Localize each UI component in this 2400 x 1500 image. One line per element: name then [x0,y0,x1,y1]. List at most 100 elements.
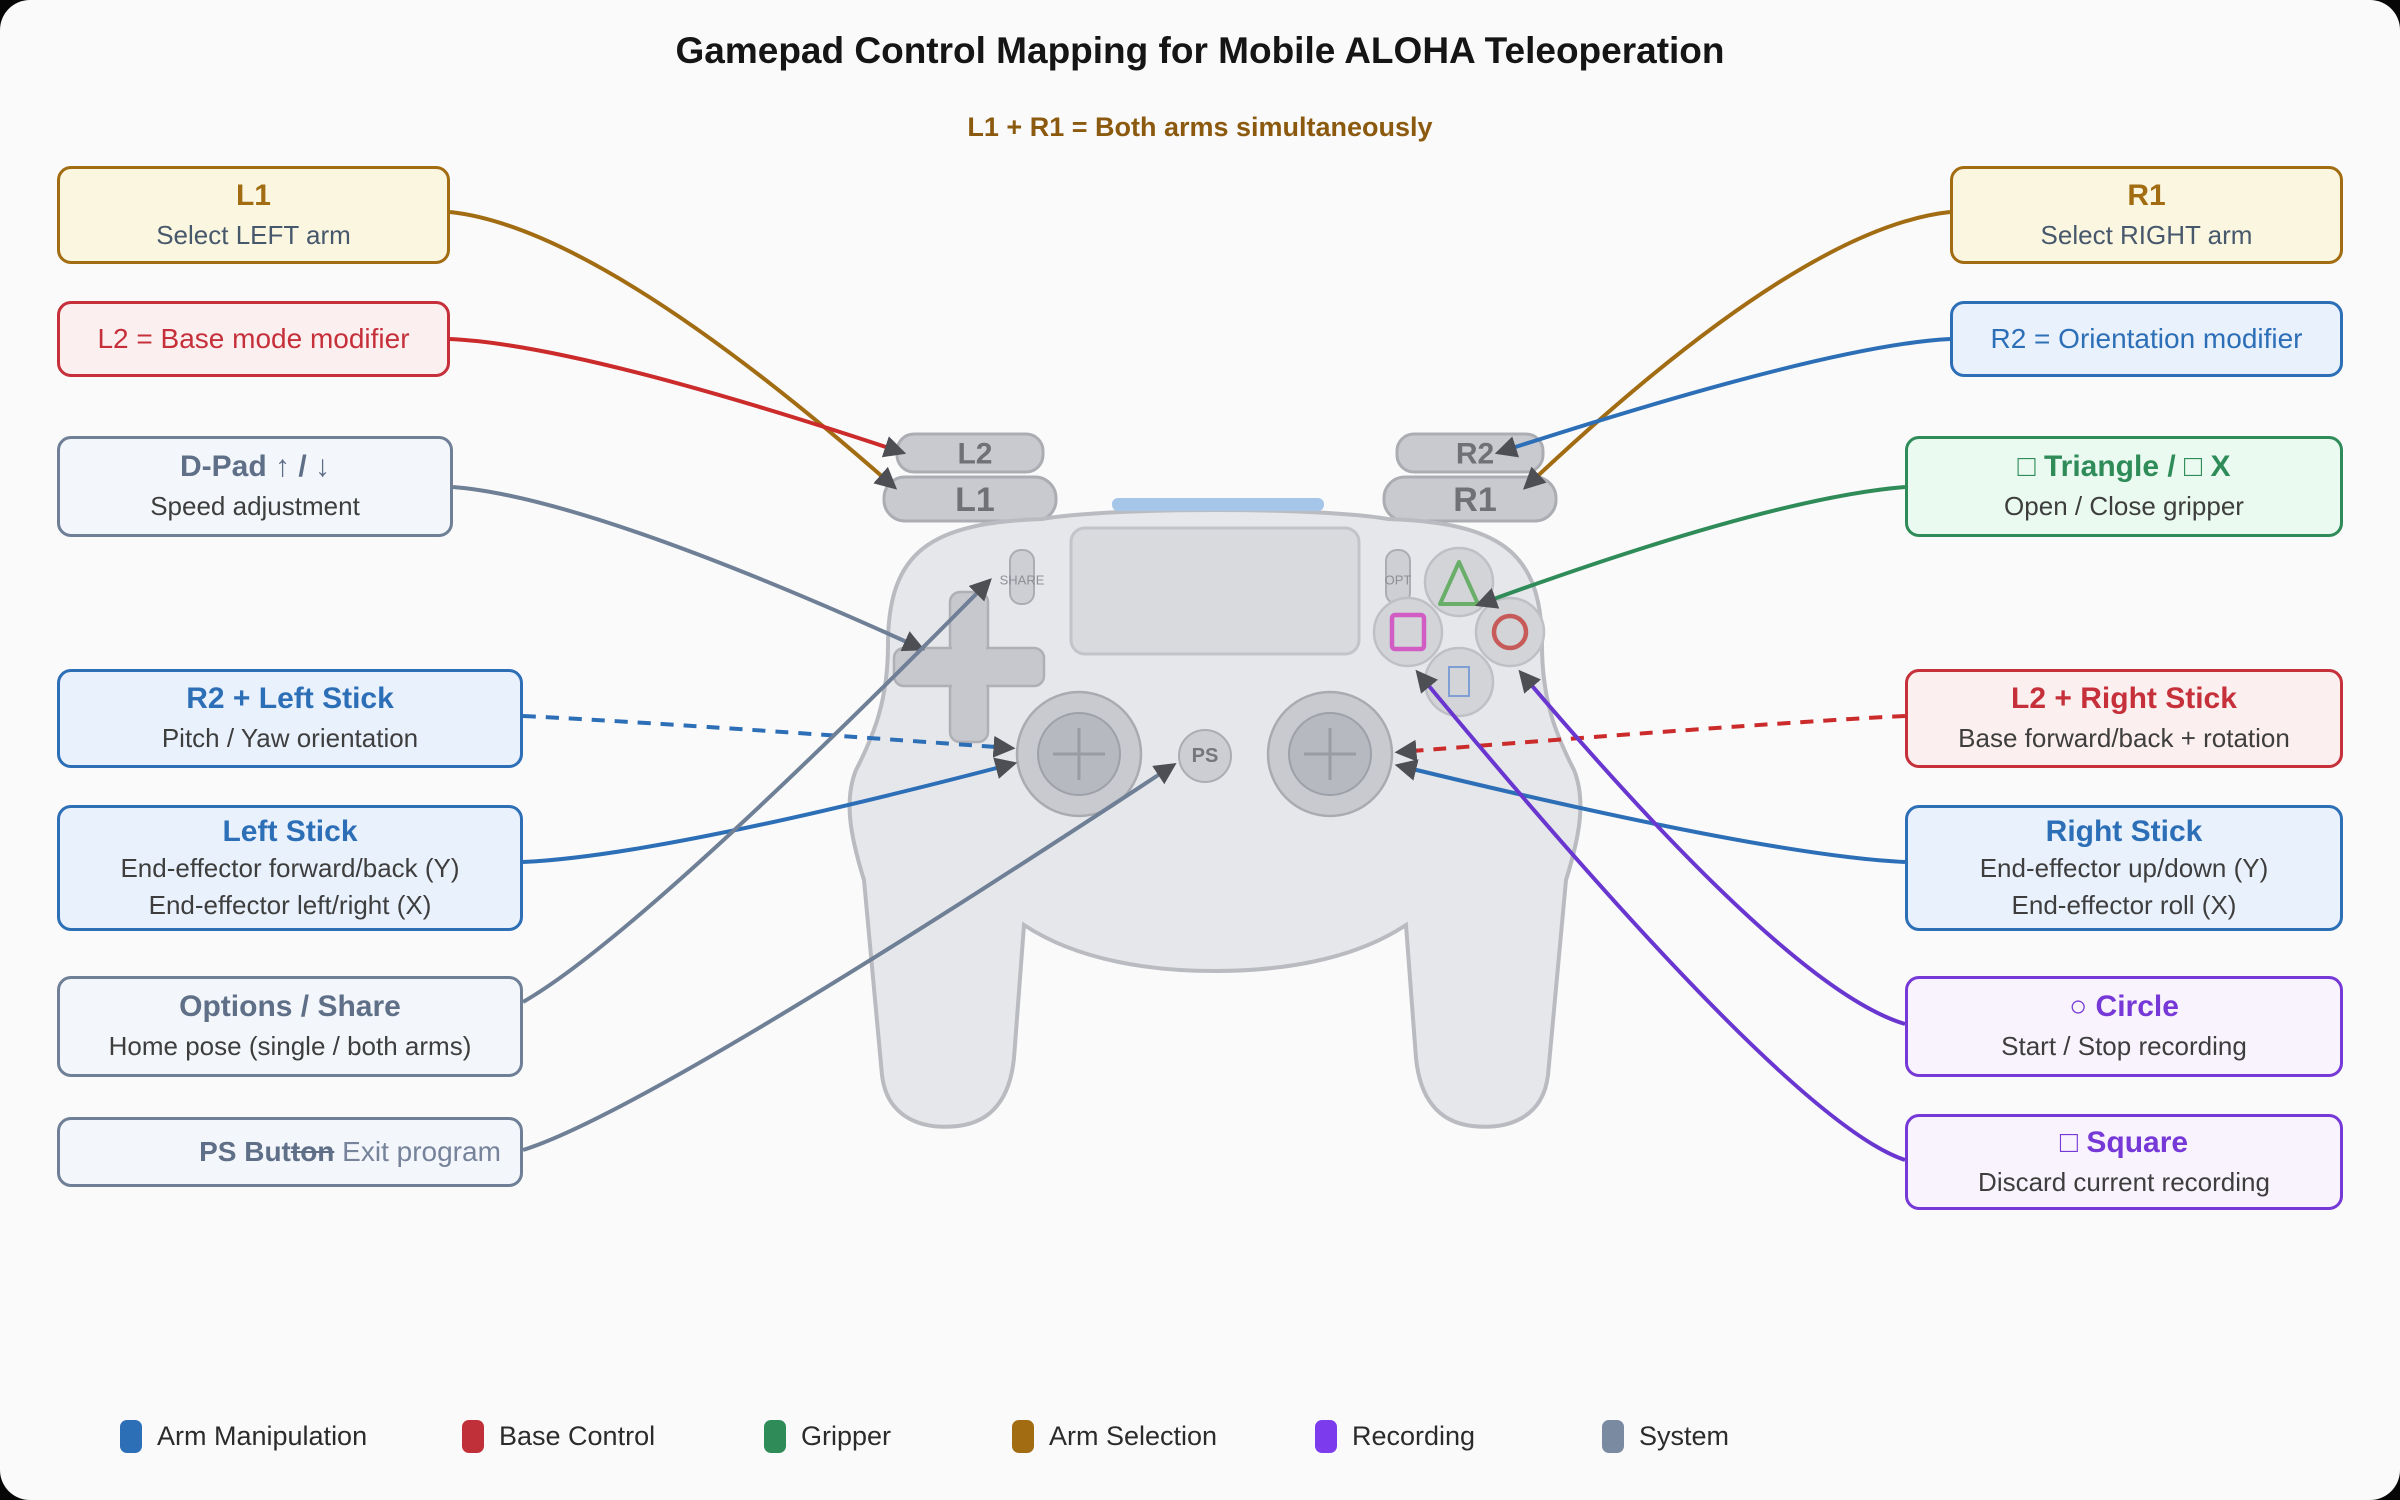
arrow-left-stick [522,757,1018,864]
callout-right-stick-line2: End-effector roll (X) [2011,889,2237,920]
callout-ps-button-text: PS Button Exit program [79,1136,501,1168]
arrow-r2-modifier [1494,337,1951,458]
callout-square-title: □ Square [2059,1125,2189,1159]
circle-button [1474,596,1546,668]
l1-button [882,475,1058,523]
legend-swatch-base-control [462,1419,484,1453]
legend-item-system: System [1602,1408,1729,1464]
callout-l1-subtitle: Select LEFT arm [156,219,351,250]
left-stick [1015,690,1143,818]
callout-options-share-subtitle: Home pose (single / both arms) [108,1031,472,1062]
callout-square: □ Square Discard current recording [1905,1114,2343,1210]
callout-circle-title: ○ Circle [2069,990,2179,1024]
callout-l2-right-stick-subtitle: Base forward/back + rotation [1958,723,2290,754]
right-stick-cap [1288,712,1372,796]
callout-options-share: Options / Share Home pose (single / both… [57,976,523,1077]
callout-dpad: D-Pad ↑ / ↓ Speed adjustment [57,436,453,537]
callout-r2-left-stick: R2 + Left Stick Pitch / Yaw orientation [57,669,523,768]
callout-l2-modifier: L2 = Base mode modifier [57,301,450,377]
legend-label-recording: Recording [1352,1420,1476,1451]
callout-r1-subtitle: Select RIGHT arm [2040,219,2253,250]
legend-swatch-gripper [764,1419,786,1453]
legend-item-arm-manipulation: Arm Manipulation [120,1408,367,1464]
arrow-circle [1518,669,1906,1026]
touchpad [1069,526,1361,656]
legend-item-gripper: Gripper [764,1408,891,1464]
right-stick [1266,690,1394,818]
circle-glyph-icon [1491,613,1529,651]
callout-r1: R1 Select RIGHT arm [1950,166,2343,264]
callout-dpad-title: D-Pad ↑ / ↓ [179,450,330,484]
r1-button-label: R1 [1453,481,1496,519]
options-button [1385,549,1411,605]
callout-r1-title: R1 [2127,178,2166,212]
square-button [1372,596,1444,668]
l2-button [895,432,1045,474]
legend-swatch-recording [1315,1419,1337,1453]
callout-l1-title: L1 [235,178,271,212]
ps-button-label: PS [1192,745,1219,767]
face-buttons [1372,546,1546,718]
r2-button-label: R2 [1456,438,1494,471]
callout-circle-subtitle: Start / Stop recording [2001,1031,2247,1062]
connectors [449,210,1951,1162]
left-stick-ring [1015,690,1143,818]
share-button [1009,549,1035,605]
legend-label-arm-selection: Arm Selection [1049,1420,1218,1451]
legend-label-arm-manipulation: Arm Manipulation [157,1420,368,1451]
ps-button [1178,729,1232,783]
callout-left-stick-line1: End-effector forward/back (Y) [120,853,460,883]
callout-ps-button-bold: PS But [199,1136,291,1167]
arrow-r1 [1523,210,1951,490]
cross-glyph-tofu-icon [1448,666,1470,697]
legend-swatch-arm-manipulation [120,1419,142,1453]
page-title: Gamepad Control Mapping for Mobile ALOHA… [675,30,1725,71]
l1-button-label: L1 [955,481,995,519]
callout-left-stick-line2: End-effector left/right (X) [148,889,432,920]
left-stick-cross-icon [1053,728,1105,780]
legend: Arm Manipulation Base Control Gripper Ar… [0,1408,2400,1468]
arrow-gripper [1474,485,1906,609]
legend-item-base-control: Base Control [462,1408,655,1464]
cross-button [1423,646,1495,718]
callout-l2-modifier-text: L2 = Base mode modifier [97,323,410,354]
callout-ps-button: PS Button Exit program [57,1117,523,1187]
arrow-square [1415,669,1906,1162]
callout-l2-right-stick-title: L2 + Right Stick [2011,682,2237,716]
arrow-l1 [449,210,898,490]
callout-right-stick: Right Stick End-effector up/down (Y) End… [1905,805,2343,931]
right-stick-cross-icon [1304,728,1356,780]
callout-l2-right-stick: L2 + Right Stick Base forward/back + rot… [1905,669,2343,768]
options-button-label: OPT [1385,573,1412,588]
callout-right-stick-title: Right Stick [2045,815,2203,848]
arrow-options-share [522,578,992,1004]
legend-label-gripper: Gripper [801,1420,892,1451]
arrow-ps [522,762,1177,1152]
right-stick-ring [1266,690,1394,818]
legend-label-system: System [1639,1420,1730,1451]
callout-dpad-subtitle: Speed adjustment [150,491,360,522]
page-subtitle: L1 + R1 = Both arms simultaneously [967,112,1433,142]
callout-r2-left-stick-title: R2 + Left Stick [186,682,394,716]
triangle-glyph-icon [1438,560,1480,606]
legend-item-recording: Recording [1315,1408,1475,1464]
arrow-l2-modifier [449,337,907,458]
callout-left-stick-title: Left Stick [222,815,358,848]
r2-button [1395,432,1545,474]
callout-ps-button-strike: ton [290,1136,335,1167]
callout-triangle-x: □ Triangle / □ X Open / Close gripper [1905,436,2343,537]
light-bar [1112,498,1324,511]
arrow-right-stick [1394,759,1906,864]
legend-swatch-system [1602,1419,1624,1453]
callout-options-share-title: Options / Share [179,990,401,1024]
arrow-dpad [452,485,926,652]
callout-square-subtitle: Discard current recording [1978,1166,2270,1197]
share-button-label: SHARE [1000,573,1045,588]
arrow-r2-left-stick [522,714,1016,758]
triangle-button [1423,546,1495,618]
callout-triangle-x-title: □ Triangle / □ X [2017,450,2231,484]
callout-r2-modifier: R2 = Orientation modifier [1950,301,2343,377]
shoulder-buttons: L2 R2 L1 R1 [882,432,1558,523]
dpad [892,590,1046,744]
legend-item-arm-selection: Arm Selection [1012,1408,1217,1464]
